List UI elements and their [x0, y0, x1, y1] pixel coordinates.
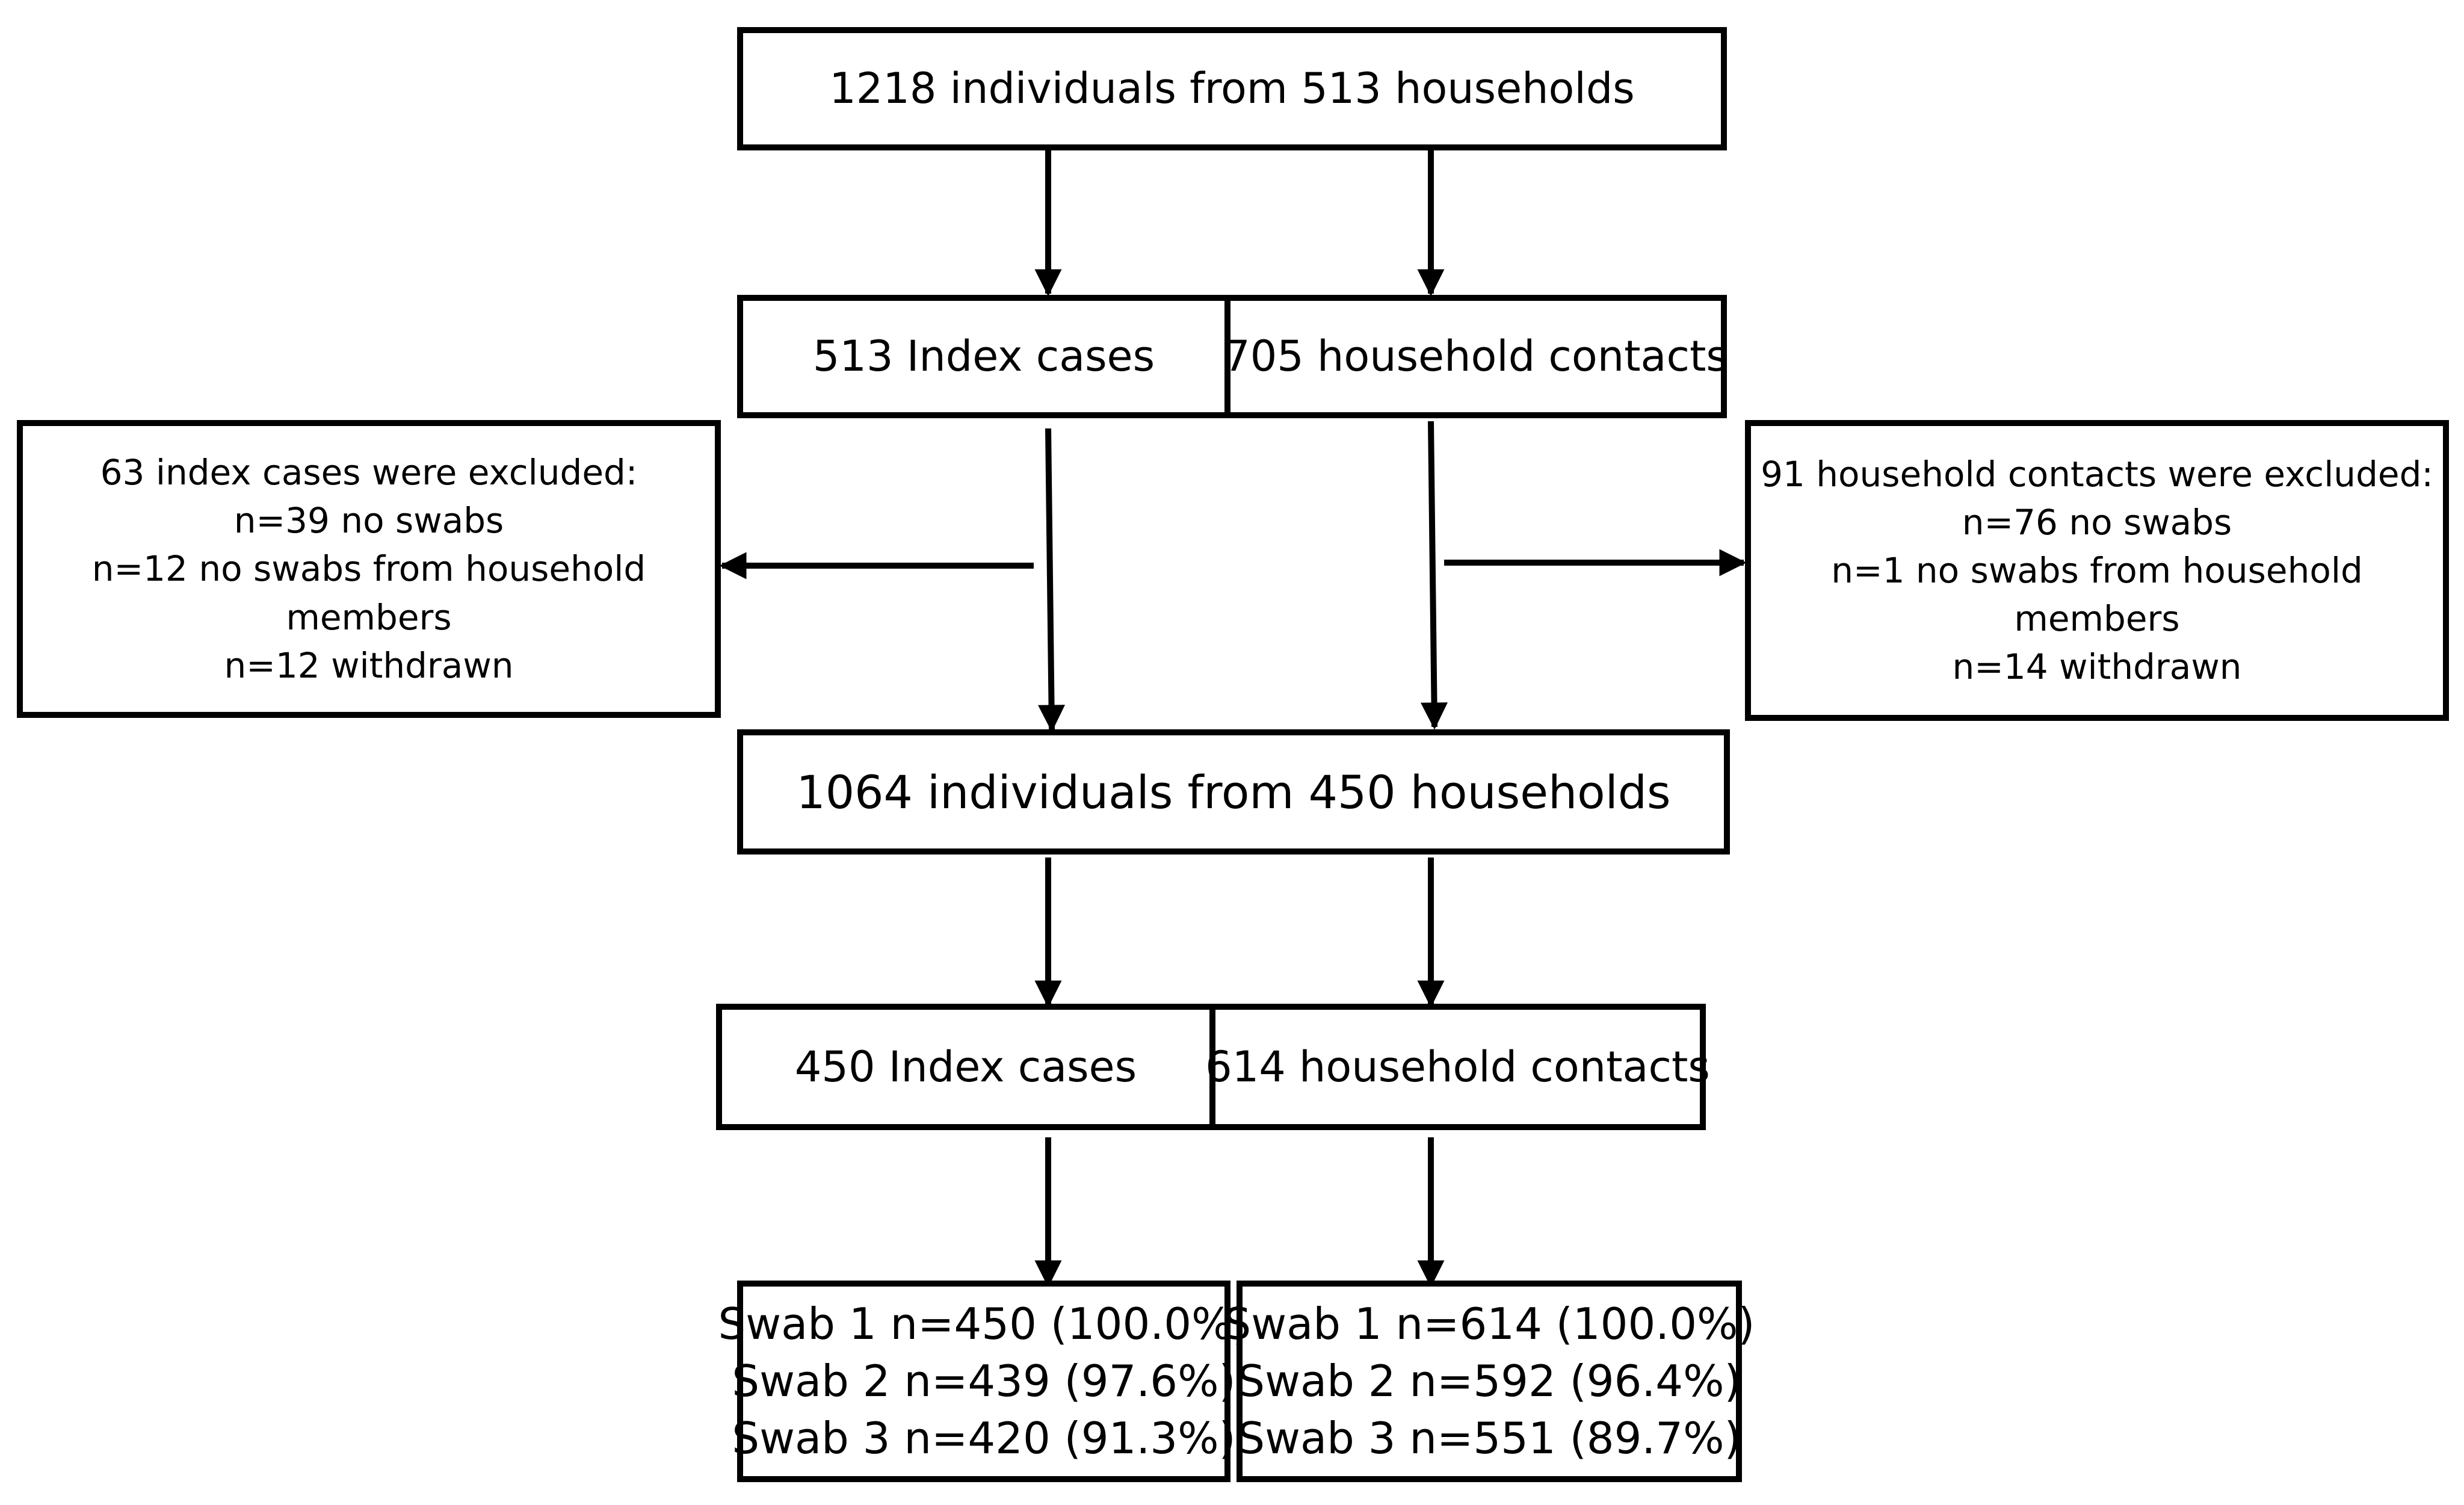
household-contacts-final-box: 614 household contacts [1205, 1004, 1710, 1130]
index-cases-final-box: 450 Index cases [716, 1004, 1215, 1130]
excluded-contacts-line: members [2014, 598, 2180, 640]
excluded-index-cases-box: 63 index cases were excluded: n=39 no sw… [17, 420, 721, 718]
arrow-contacts-to-middle [1421, 421, 1448, 730]
excluded-index-line: n=12 no swabs from household [91, 548, 646, 590]
index-cases-final-label: 450 Index cases [794, 1042, 1137, 1092]
total-enrolled-label: 1218 individuals from 513 households [829, 64, 1635, 113]
swabs-contacts-box: Swab 1 n=614 (100.0%) Swab 2 n=592 (96.4… [1224, 1281, 1755, 1482]
excluded-contacts-line: 91 household contacts were excluded: [1761, 453, 2433, 495]
swabs-index-box: Swab 1 n=450 (100.0%) Swab 2 n=439 (97.6… [718, 1281, 1250, 1482]
excluded-household-contacts-box: 91 household contacts were excluded: n=7… [1745, 420, 2449, 721]
index-cases-initial-label: 513 Index cases [812, 332, 1155, 381]
excluded-index-line: members [286, 596, 452, 638]
household-contacts-initial-label: 705 household contacts [1223, 332, 1728, 381]
excluded-index-line: 63 index cases were excluded: [100, 452, 638, 493]
excluded-contacts-line: n=1 no swabs from household [1831, 549, 2363, 591]
arrow-index-to-middle [1038, 428, 1066, 732]
analyzed-total-box: 1064 individuals from 450 households [737, 729, 1730, 854]
total-enrolled-box: 1218 individuals from 513 households [737, 27, 1727, 150]
swab-index-line: Swab 1 n=450 (100.0%) [718, 1298, 1250, 1349]
excluded-contacts-line: n=14 withdrawn [1952, 646, 2242, 688]
household-contacts-initial-box: 705 household contacts [1223, 295, 1728, 418]
swab-contacts-line: Swab 3 n=551 (89.7%) [1237, 1413, 1741, 1464]
excluded-contacts-line: n=76 no swabs [1962, 501, 2232, 543]
swab-contacts-line: Swab 1 n=614 (100.0%) [1223, 1298, 1755, 1349]
index-cases-initial-box: 513 Index cases [737, 295, 1230, 418]
swab-index-line: Swab 3 n=420 (91.3%) [732, 1413, 1236, 1464]
excluded-index-line: n=12 withdrawn [224, 644, 514, 686]
excluded-index-line: n=39 no swabs [233, 500, 504, 542]
swab-index-line: Swab 2 n=439 (97.6%) [732, 1355, 1236, 1406]
swab-contacts-line: Swab 2 n=592 (96.4%) [1237, 1355, 1741, 1406]
analyzed-total-label: 1064 individuals from 450 households [796, 765, 1671, 819]
household-contacts-final-label: 614 household contacts [1205, 1042, 1710, 1092]
